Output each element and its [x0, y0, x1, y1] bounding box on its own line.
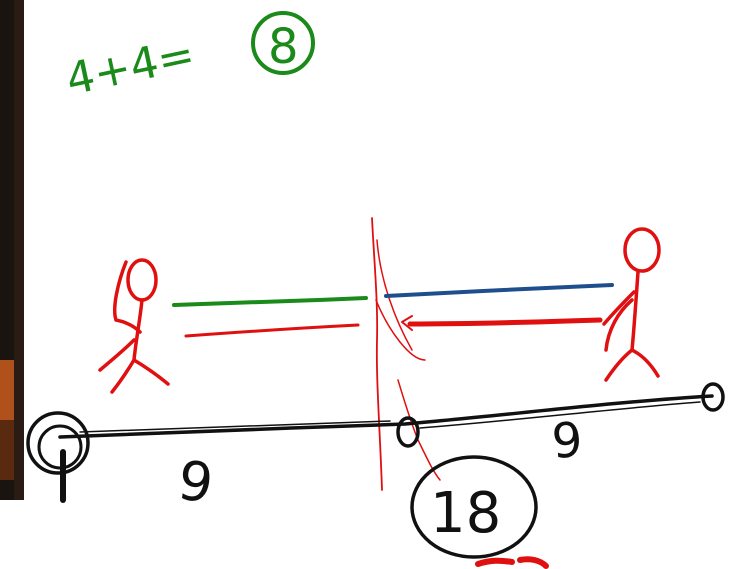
mirror-line: [371, 217, 441, 491]
right-distance-lines: [384, 283, 614, 331]
equation-text: 4+4=: [62, 29, 200, 106]
total-label: 18: [430, 481, 501, 546]
right-endpoint: [701, 382, 725, 412]
right-distance-label: 9: [550, 412, 584, 470]
answer-circle: [251, 11, 315, 75]
equation-answer: 8: [268, 19, 299, 75]
left-frame: [0, 0, 24, 500]
center-endpoint: [396, 416, 420, 448]
bottom-red-mark: [475, 556, 549, 569]
left-person-icon: [98, 258, 170, 394]
left-distance-lines: [172, 296, 368, 338]
base-line: [58, 394, 714, 439]
left-endpoint: [26, 411, 90, 503]
total-circle: 18: [410, 455, 538, 559]
right-person-icon: [602, 227, 661, 382]
equation: 4+4= 8: [62, 11, 315, 106]
left-distance-label: 9: [174, 448, 217, 515]
